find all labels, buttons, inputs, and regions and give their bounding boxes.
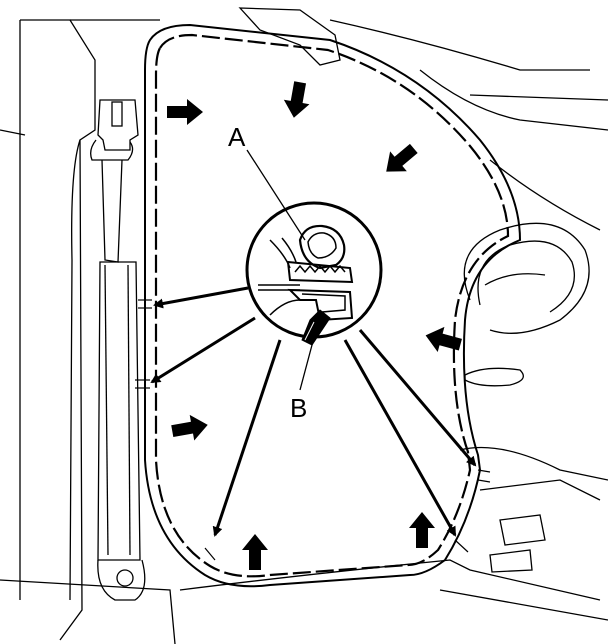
push-arrow-icon (425, 326, 462, 353)
push-arrow-icon (167, 99, 203, 125)
leader-arrows (150, 286, 477, 537)
callout-b: B (290, 314, 321, 423)
seat-belt (90, 99, 146, 601)
push-arrow-icon (171, 414, 208, 441)
push-arrow-icon (242, 534, 268, 570)
callout-a: A (228, 122, 306, 241)
seal-ticks (135, 299, 491, 561)
push-arrow-icon (386, 143, 418, 172)
push-arrow-icon (409, 512, 435, 548)
label-a: A (228, 122, 246, 152)
door-weatherstrip (144, 23, 522, 588)
push-arrows (167, 81, 462, 570)
steering-wheel (463, 222, 590, 387)
seal-cross-section-detail (245, 201, 383, 346)
body-background (0, 7, 608, 644)
push-arrow-icon (283, 81, 310, 118)
label-b: B (290, 393, 307, 423)
